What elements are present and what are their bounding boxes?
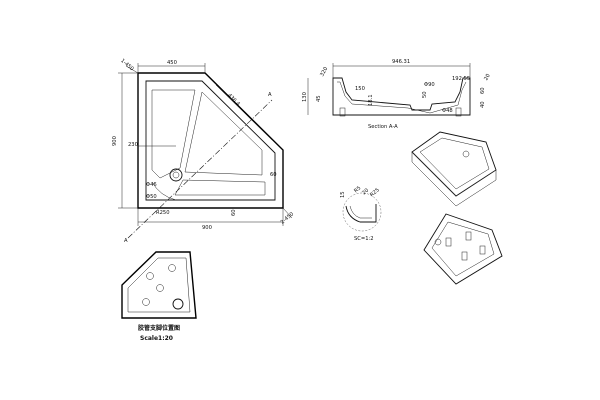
- section-view: 946.31 320 130 45 150 Φ90 192.55 Φ48 18.…: [302, 59, 492, 130]
- section-dim-k: 20: [483, 73, 492, 82]
- iso-foot-2: [465, 231, 472, 241]
- iso-foot-1: [445, 237, 452, 247]
- section-dim-c: 45: [316, 95, 322, 102]
- section-mark-top: A: [268, 92, 272, 98]
- texture-panel-left: [151, 89, 196, 179]
- section-dim-a: 320: [319, 66, 329, 78]
- section-dim-l: 50: [422, 91, 428, 98]
- plan-dimensions: 450 900 900 436.4 230 Φ46 Φ50 R250 60 60…: [112, 58, 295, 231]
- detail-dim-c: 20: [361, 188, 370, 197]
- iso-top-side: [411, 151, 497, 207]
- support-caption-scale: Scale1:20: [140, 335, 173, 342]
- dim-radius: R250: [156, 210, 170, 216]
- dim-top: 450: [167, 60, 177, 66]
- texture-panel-right: [184, 91, 263, 176]
- section-inner: [337, 81, 467, 114]
- section-caption: Section A-A: [368, 124, 398, 130]
- detail-profile-inner: [349, 205, 372, 219]
- detail-view: 15 R5 20 R25 SC=1:2: [340, 185, 382, 242]
- section-dim-e: Φ90: [424, 82, 435, 88]
- support-view: 胶管支脚位置图 Scale1:20: [121, 251, 197, 342]
- dim-side2: 60: [231, 209, 237, 216]
- dim-left-height: 900: [112, 136, 118, 146]
- section-foot-right: [455, 107, 462, 117]
- section-dim-length: 946.31: [392, 59, 410, 65]
- section-dim-d: 150: [355, 86, 365, 92]
- section-profile: [332, 77, 471, 116]
- dim-bottom-width: 900: [202, 225, 212, 231]
- section-mark-bottom: A: [124, 238, 128, 244]
- support-outline: [121, 251, 197, 319]
- dim-drain-dia2: Φ50: [146, 194, 157, 200]
- tray-outline: [137, 72, 284, 209]
- support-foot-4: [142, 298, 150, 306]
- section-foot-left: [339, 107, 346, 117]
- iso-foot-4: [479, 245, 486, 255]
- section-dimensions: 946.31 320 130 45 150 Φ90 192.55 Φ48 18.…: [302, 59, 492, 115]
- detail-profile: [345, 204, 377, 223]
- section-dim-f: 192.55: [452, 76, 470, 82]
- section-dim-h: 18.1: [368, 94, 374, 106]
- iso-top-drain: [462, 150, 470, 158]
- detail-circle: [342, 192, 382, 232]
- corner-bottom-right: 2-450: [280, 211, 295, 225]
- support-foot-2: [168, 264, 176, 272]
- detail-dim-d: R25: [369, 187, 381, 198]
- drain-inner: [172, 171, 180, 179]
- tray-inner-rim: [145, 80, 276, 201]
- iso-top-outline: [411, 131, 497, 197]
- corner-top-left: 1-450: [119, 58, 134, 72]
- plan-view: 450 900 900 436.4 230 Φ46 Φ50 R250 60 60…: [112, 58, 295, 244]
- detail-dim-a: 15: [340, 191, 346, 198]
- support-drain: [172, 298, 184, 310]
- support-foot-3: [156, 284, 164, 292]
- section-dim-b: 130: [302, 92, 308, 102]
- dim-drain-dia: Φ46: [146, 182, 157, 188]
- texture-panel-bottom: [174, 179, 266, 196]
- iso-foot-3: [461, 251, 468, 261]
- section-dim-j: 40: [480, 101, 486, 108]
- iso-top-inner: [419, 137, 490, 190]
- iso-top-view: [411, 131, 497, 207]
- iso-bottom-inner: [431, 221, 495, 277]
- drain-curve: [151, 181, 177, 201]
- iso-bottom-drain: [434, 238, 442, 246]
- support-caption-cn: 胶管支脚位置图: [138, 324, 180, 332]
- support-inner: [127, 257, 191, 313]
- drain: [169, 168, 183, 182]
- section-dim-i: 60: [480, 87, 486, 94]
- dim-side: 60: [270, 172, 277, 178]
- detail-dim-b: R5: [353, 185, 362, 194]
- detail-caption: SC=1:2: [354, 236, 374, 242]
- iso-bottom-view: [423, 213, 503, 285]
- section-dim-g: Φ48: [442, 108, 453, 114]
- detail-dimensions: 15 R5 20 R25: [340, 185, 381, 198]
- iso-bottom-outline: [423, 213, 503, 285]
- support-foot-1: [146, 272, 154, 280]
- dim-drain-x: 230: [128, 142, 138, 148]
- section-cut-line: [127, 99, 273, 239]
